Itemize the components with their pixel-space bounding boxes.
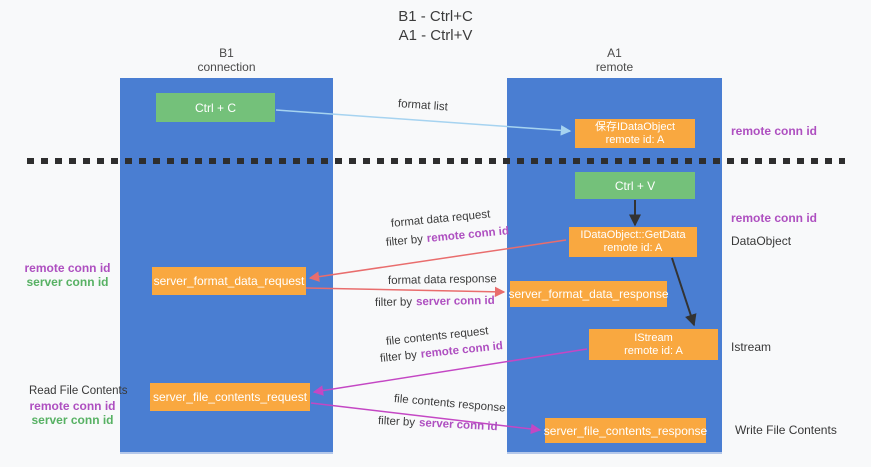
- left-label-server-conn-id-top: server conn id: [26, 275, 109, 289]
- edge-label-file-contents-response: file contents response: [393, 393, 506, 415]
- right-label-istream: Istream: [731, 340, 772, 354]
- right-label-dataobject: DataObject: [731, 234, 792, 248]
- node-idataobject-getdata-line2: remote id: A: [603, 242, 663, 254]
- node-server-format-data-request-label: server_format_data_request: [153, 274, 305, 288]
- node-ctrl-c: Ctrl + C: [156, 93, 275, 122]
- right-label-write-file-contents: Write File Contents: [735, 423, 837, 437]
- node-server-format-data-response: server_format_data_response: [508, 281, 669, 307]
- right-label-remote-conn-id-mid: remote conn id: [731, 211, 818, 225]
- session-divider-dashed-line: [27, 158, 845, 164]
- lane-b1-name: B1: [219, 46, 234, 60]
- filter-by-text: filter by: [385, 233, 424, 249]
- left-label-read-file-contents: Read File Contents: [29, 385, 128, 397]
- node-idataobject-getdata-line1: IDataObject::GetData: [580, 229, 686, 241]
- left-label-conn-ids-bottom: remote conn id server conn id: [25, 399, 120, 427]
- node-ctrl-v-label: Ctrl + V: [614, 178, 656, 193]
- node-save-idataobject-line2: remote id: A: [605, 133, 665, 146]
- edge-label-format-list: format list: [397, 98, 449, 114]
- title-line-1: B1 - Ctrl+C: [398, 8, 473, 25]
- left-label-conn-ids-top: remote conn id server conn id: [20, 261, 115, 289]
- title-line-2: A1 - Ctrl+V: [398, 27, 473, 44]
- node-save-idataobject: 保存IDataObject remote id: A: [575, 119, 695, 148]
- node-ctrl-c-label: Ctrl + C: [194, 100, 236, 115]
- edge-label-format-data-response: format data response: [387, 273, 497, 287]
- lane-header-b1: B1 connection: [120, 46, 333, 74]
- node-server-file-contents-response-label: server_file_contents_response: [543, 423, 708, 438]
- node-server-file-contents-request-label: server_file_contents_request: [152, 390, 308, 404]
- right-label-remote-conn-id-top: remote conn id: [731, 124, 818, 138]
- filter-by-text: filter by: [374, 296, 413, 309]
- lane-b1-sub: connection: [197, 60, 256, 74]
- filter-by-text: filter by: [377, 415, 416, 429]
- node-idataobject-getdata: IDataObject::GetData remote id: A: [569, 227, 697, 257]
- remote-conn-id-key: remote conn id: [420, 340, 504, 361]
- left-label-remote-conn-id-top: remote conn id: [24, 261, 111, 275]
- node-istream-line2: remote id: A: [624, 344, 683, 357]
- filter-by-text: filter by: [379, 349, 418, 365]
- left-label-remote-conn-id-bottom: remote conn id: [29, 399, 116, 413]
- left-label-server-conn-id-bottom: server conn id: [31, 413, 114, 427]
- node-server-format-data-request: server_format_data_request: [152, 267, 306, 295]
- node-ctrl-v: Ctrl + V: [575, 172, 695, 199]
- arrow-format-data-response: [305, 286, 506, 298]
- remote-conn-id-key: remote conn id: [426, 225, 510, 246]
- lane-a1-name: A1: [607, 46, 622, 60]
- diagram-title: B1 - Ctrl+C A1 - Ctrl+V: [0, 7, 871, 45]
- node-istream-line1: IStream: [634, 331, 673, 344]
- node-server-file-contents-response: server_file_contents_response: [543, 418, 708, 443]
- node-server-file-contents-request: server_file_contents_request: [150, 383, 310, 411]
- node-save-idataobject-line1: 保存IDataObject: [594, 120, 676, 133]
- server-conn-id-key: server conn id: [415, 294, 495, 309]
- server-conn-id-key: server conn id: [418, 417, 498, 434]
- node-istream: IStream remote id: A: [589, 329, 718, 360]
- node-server-format-data-response-label: server_format_data_response: [508, 287, 669, 301]
- lane-header-a1: A1 remote: [507, 46, 722, 74]
- lane-a1-sub: remote: [595, 60, 634, 74]
- edge-label-format-data-request: format data request: [390, 208, 491, 230]
